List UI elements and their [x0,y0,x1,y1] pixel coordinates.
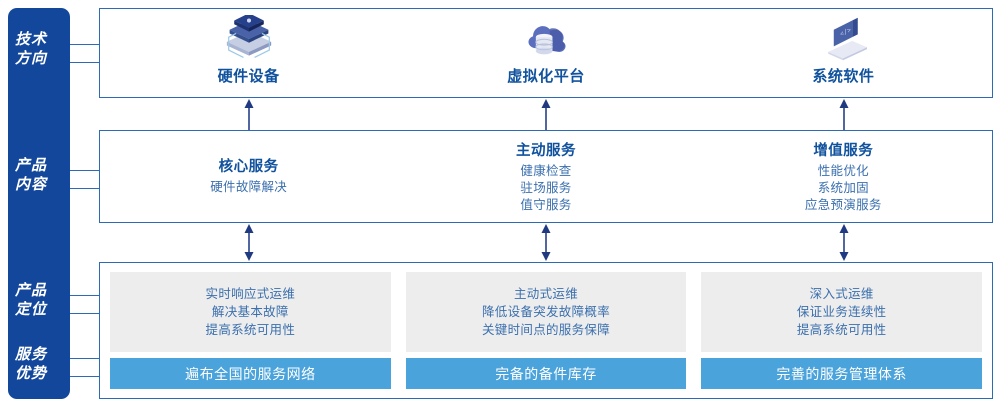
positioning-box-proactive: 主动式运维 降低设备突发故障概率 关键时间点的服务保障 [405,272,687,352]
content-title: 核心服务 [218,159,279,175]
connector-line [70,170,100,171]
rail-label-line: 方向 [14,50,47,67]
advantage-bar-service-network[interactable]: 遍布全国的服务网络 [110,358,391,389]
arrow-up-virtualization [541,99,551,130]
content-item: 性能优化 [817,164,869,178]
tech-column-virtualization[interactable]: 虚拟化平台 [397,9,694,97]
positioning-line: 提高系统可用性 [796,323,887,337]
bottom-column-1[interactable]: 实时响应式运维 解决基本故障 提高系统可用性 遍布全国的服务网络 [110,272,391,389]
content-item: 健康检查 [520,164,572,178]
positioning-line: 提高系统可用性 [205,323,296,337]
rail-label-line: 技术 [14,31,47,48]
category-rail [8,8,70,399]
rail-label-line: 优势 [14,365,47,382]
rail-label-line: 内容 [14,176,47,193]
arrow-double-value-added [839,224,849,261]
rail-label-service-advantage: 服务 优势 [0,345,62,383]
rail-label-product-content: 产品 内容 [0,156,62,194]
content-item: 驻场服务 [520,181,572,195]
content-title: 增值服务 [813,143,874,159]
connector-line [70,313,100,314]
connector-line [70,376,100,377]
tech-label: 系统软件 [812,68,875,85]
product-content-panel: 核心服务 硬件故障解决 主动服务 健康检查 驻场服务 值守服务 增值服务 性能优… [99,130,993,223]
content-column-value-added-service[interactable]: 增值服务 性能优化 系统加固 应急预演服务 [695,131,992,222]
tech-column-system-software[interactable]: </> 系统软件 [695,9,992,97]
rail-label-product-positioning: 产品 定位 [0,281,62,319]
connector-line [70,44,100,45]
positioning-box-indepth: 深入式运维 保证业务连续性 提高系统可用性 [701,272,983,352]
content-title: 主动服务 [515,143,576,159]
rail-label-technology-direction: 技术 方向 [0,30,62,68]
tech-column-hardware[interactable]: 硬件设备 [100,9,397,97]
arrow-up-hardware [244,99,254,130]
tech-label: 硬件设备 [217,68,280,85]
content-column-proactive-service[interactable]: 主动服务 健康检查 驻场服务 值守服务 [397,131,694,222]
content-column-core-service[interactable]: 核心服务 硬件故障解决 [100,131,397,222]
arrow-up-system-software [839,99,849,130]
product-positioning-and-advantage-panel: 实时响应式运维 解决基本故障 提高系统可用性 遍布全国的服务网络 主动式运维 降… [99,262,993,399]
connector-line [70,358,100,359]
content-item: 值守服务 [520,198,572,212]
content-item: 应急预演服务 [804,198,882,212]
positioning-line: 解决基本故障 [211,305,289,319]
positioning-line: 实时响应式运维 [205,287,296,301]
positioning-line: 降低设备突发故障概率 [482,305,611,319]
tech-label: 虚拟化平台 [507,68,585,85]
content-item: 系统加固 [817,181,869,195]
rail-label-line: 产品 [14,157,47,174]
content-item: 硬件故障解决 [210,180,288,194]
advantage-bar-spare-parts[interactable]: 完备的备件库存 [405,358,687,389]
positioning-line: 关键时间点的服务保障 [482,323,611,337]
connector-line [70,188,100,189]
positioning-line: 保证业务连续性 [796,305,887,319]
rail-label-line: 服务 [14,346,47,363]
connector-line [70,62,100,63]
technology-direction-panel: 硬件设备 虚拟化平台 [99,8,993,98]
rail-label-line: 定位 [14,301,47,318]
cloud-database-icon [528,26,566,55]
positioning-line: 主动式运维 [514,287,579,301]
positioning-box-realtime: 实时响应式运维 解决基本故障 提高系统可用性 [110,272,391,352]
advantage-bar-management-system[interactable]: 完善的服务管理体系 [701,358,983,389]
arrow-double-core [244,224,254,261]
server-stack-icon [226,15,271,58]
laptop-code-icon: </> [828,17,868,61]
bottom-column-3[interactable]: 深入式运维 保证业务连续性 提高系统可用性 完善的服务管理体系 [701,272,983,389]
arrow-double-proactive [541,224,551,261]
rail-label-line: 产品 [14,282,47,299]
positioning-line: 深入式运维 [809,287,874,301]
connector-line [70,295,100,296]
bottom-column-2[interactable]: 主动式运维 降低设备突发故障概率 关键时间点的服务保障 完备的备件库存 [405,272,687,389]
